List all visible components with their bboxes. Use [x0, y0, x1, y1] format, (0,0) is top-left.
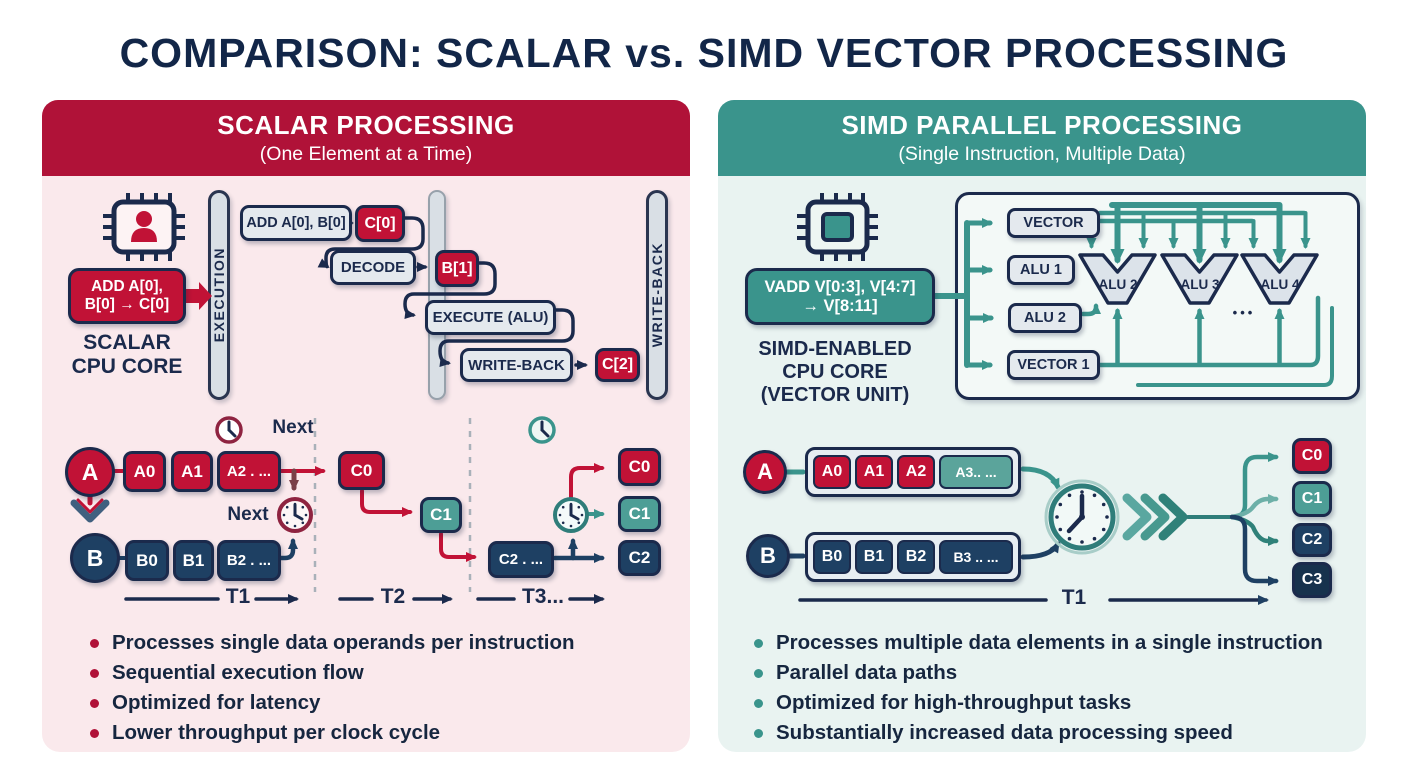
- bullet-dot: [90, 668, 99, 678]
- stage-decode-output-box: B[1]: [435, 250, 479, 287]
- writeback-bar-label: WRITE-BACK: [649, 242, 665, 348]
- stage-execute-box: EXECUTE (ALU): [425, 300, 556, 335]
- register-cell: B2: [897, 540, 935, 574]
- simd-bullet-list: Processes multiple data elements in a si…: [754, 628, 1354, 748]
- register-cell: B1: [855, 540, 893, 574]
- stage-writeback-box: WRITE-BACK: [460, 348, 573, 382]
- simd-instruction-text: VADD V[0:3], V[4:7]→ V[8:11]: [764, 277, 916, 315]
- register-cell: A0: [813, 455, 851, 489]
- stage-writeback-output-box: C[2]: [595, 348, 640, 382]
- list-item: Substantially increased data processing …: [754, 718, 1354, 748]
- middle-stage-bar: [428, 190, 446, 400]
- clock-icon: [553, 497, 589, 533]
- register-cell: B0: [125, 540, 169, 581]
- simd-panel: SIMD PARALLEL PROCESSING (Single Instruc…: [718, 100, 1366, 752]
- clock-icon: [1044, 479, 1120, 555]
- unit-box-vector: VECTOR: [1007, 208, 1100, 238]
- result-c2-box: C2 . ...: [488, 541, 554, 578]
- scalar-header-subtitle: (One Element at a Time): [259, 143, 473, 165]
- output-cell: C2: [1292, 523, 1332, 557]
- scalar-instruction-box: ADD A[0],B[0] → C[0]: [68, 268, 186, 324]
- writeback-stage-bar: WRITE-BACK: [646, 190, 668, 400]
- scalar-header-title: SCALAR PROCESSING: [217, 110, 515, 140]
- scalar-instruction-text: ADD A[0],B[0] → C[0]: [84, 278, 170, 313]
- simd-cpu-chip-icon: [797, 193, 878, 261]
- stage-fetch-box: ADD A[0], B[0]: [240, 205, 352, 241]
- execution-bar-label: EXECUTION: [211, 247, 227, 343]
- list-item: Optimized for latency: [90, 688, 670, 718]
- simd-header-title: SIMD PARALLEL PROCESSING: [841, 110, 1243, 140]
- scalar-panel: SCALAR PROCESSING (One Element at a Time…: [42, 100, 690, 752]
- bullet-dot: [754, 668, 763, 678]
- vector-register-a: A0 A1 A2 A3.. ...: [805, 447, 1021, 497]
- list-item: Lower throughput per clock cycle: [90, 718, 670, 748]
- clock-icon: [528, 416, 556, 444]
- register-cell: B1: [173, 540, 214, 581]
- result-c1-box: C1: [420, 497, 462, 533]
- register-cell: A2: [897, 455, 935, 489]
- bullet-dot: [754, 728, 763, 738]
- timeline-t1-label: T1: [1061, 586, 1087, 609]
- list-item: Sequential execution flow: [90, 658, 670, 688]
- unit-box-alu2: ALU 2: [1008, 303, 1082, 333]
- operand-a-circle: A: [743, 450, 787, 494]
- scalar-bullet-list: Processes single data operands per instr…: [90, 628, 670, 748]
- output-cell: C1: [618, 496, 661, 532]
- operand-b-circle: B: [746, 534, 790, 578]
- triple-chevron-icon: [1122, 493, 1188, 541]
- funnel-alu2-label: ALU 2: [1098, 277, 1138, 292]
- scalar-panel-header: SCALAR PROCESSING (One Element at a Time…: [42, 100, 690, 176]
- result-c0-box: C0: [338, 451, 385, 490]
- list-item: Optimized for high-throughput tasks: [754, 688, 1354, 718]
- register-cell: B2 . ...: [217, 540, 281, 581]
- register-cell: A1: [171, 451, 213, 492]
- simd-header-subtitle: (Single Instruction, Multiple Data): [898, 143, 1186, 165]
- unit-box-alu1: ALU 1: [1007, 255, 1075, 285]
- output-cell: C2: [618, 540, 661, 576]
- unit-box-vector1: VECTOR 1: [1007, 350, 1100, 380]
- list-item: Processes multiple data elements in a si…: [754, 628, 1354, 658]
- next-label-mid: Next: [227, 504, 269, 525]
- simd-instruction-box: VADD V[0:3], V[4:7]→ V[8:11]: [745, 268, 935, 325]
- timeline-t1-label: T1: [225, 585, 251, 608]
- stage-fetch-output-box: C[0]: [355, 205, 405, 242]
- execution-stage-bar: EXECUTION: [208, 190, 230, 400]
- output-cell: C1: [1292, 481, 1332, 517]
- clock-icon: [215, 416, 243, 444]
- bullet-dot: [90, 698, 99, 708]
- page-title: COMPARISON: SCALAR vs. SIMD VECTOR PROCE…: [119, 30, 1289, 76]
- bullet-dot: [90, 728, 99, 738]
- output-cell: C3: [1292, 562, 1332, 598]
- vector-register-b: B0 B1 B2 B3 .. ...: [805, 532, 1021, 582]
- register-cell: B3 .. ...: [939, 540, 1013, 574]
- register-cell: A1: [855, 455, 893, 489]
- bullet-dot: [754, 638, 763, 648]
- timeline-t2-label: T2: [380, 585, 406, 608]
- output-cell: C0: [618, 448, 661, 486]
- next-label-top: Next: [272, 417, 314, 438]
- scalar-cpu-chip-user-icon: [103, 193, 185, 261]
- funnel-alu4-label: ALU 4: [1260, 277, 1300, 292]
- more-alus-ellipsis: •••: [1232, 305, 1256, 320]
- register-cell: A3.. ...: [939, 455, 1013, 489]
- timeline-t3-label: T3...: [521, 585, 564, 608]
- operand-b-circle: B: [70, 533, 120, 583]
- list-item: Parallel data paths: [754, 658, 1354, 688]
- simd-panel-header: SIMD PARALLEL PROCESSING (Single Instruc…: [718, 100, 1366, 176]
- bullet-dot: [754, 698, 763, 708]
- funnel-alu3-label: ALU 3: [1180, 277, 1220, 292]
- register-cell: A0: [123, 451, 166, 492]
- register-cell: A2 . ...: [217, 451, 281, 492]
- bullet-dot: [90, 638, 99, 648]
- list-item: Processes single data operands per instr…: [90, 628, 670, 658]
- clock-icon: [277, 497, 313, 533]
- operand-a-circle: A: [65, 447, 115, 497]
- register-cell: B0: [813, 540, 851, 574]
- stage-decode-box: DECODE: [330, 250, 416, 285]
- output-cell: C0: [1292, 438, 1332, 474]
